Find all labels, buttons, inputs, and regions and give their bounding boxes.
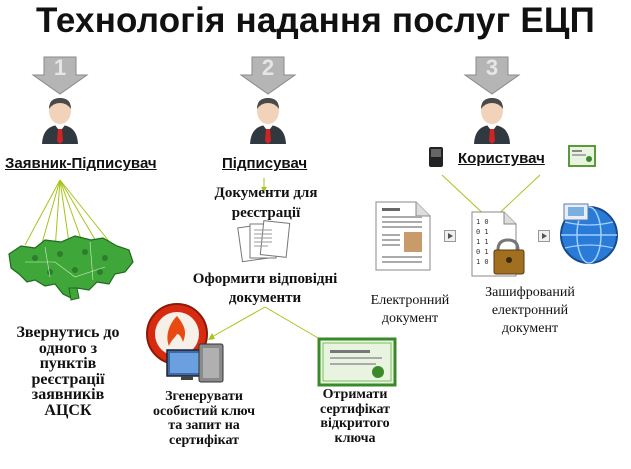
label-line: електронний xyxy=(491,303,569,318)
certificate-icon xyxy=(317,337,397,387)
label-get-certificate: Отримати сертифікат відкритого ключа xyxy=(300,387,410,446)
label-line: особистий ключ xyxy=(153,403,255,419)
label-line: Згенерувати xyxy=(165,389,243,404)
person-icon xyxy=(474,98,510,144)
label-line: пунктів xyxy=(39,355,97,372)
step-1-number: 1 xyxy=(53,55,67,80)
svg-text:1 0: 1 0 xyxy=(476,258,489,266)
person-icon xyxy=(42,98,78,144)
person-icon xyxy=(250,98,286,144)
step-3-number: 3 xyxy=(485,55,499,80)
label-line: сертифікат xyxy=(168,432,240,448)
document-icon xyxy=(375,201,431,271)
role-applicant-signer: Заявник-Підписувач xyxy=(5,155,157,172)
label-line: одного з xyxy=(38,339,98,357)
step-2-arrow xyxy=(239,56,297,95)
label-electronic-document: Електронний документ xyxy=(355,292,465,328)
step-2-number: 2 xyxy=(261,55,275,80)
label-line: Отримати xyxy=(322,387,388,402)
globe-icon xyxy=(560,203,618,264)
label-line: заявників xyxy=(31,386,105,403)
label-line: Звернутись до xyxy=(16,324,120,341)
label-generate-key: Згенерувати особистий ключ та запит на с… xyxy=(144,389,264,448)
label-docs-for-registration: Документи для реєстрації xyxy=(214,185,318,221)
page-title: Технологія надання послуг ЕЦП xyxy=(36,1,595,40)
key-generation-icon xyxy=(146,303,224,383)
label-apply-registration: Звернутись до одного з пунктів реєстраці… xyxy=(2,325,134,418)
label-line: реєстрації xyxy=(31,370,105,388)
label-prepare-documents: Оформити відповідні документи xyxy=(192,271,338,306)
label-line: ключа xyxy=(334,430,376,446)
phone-icon xyxy=(429,147,443,167)
svg-text:0 1: 0 1 xyxy=(476,248,489,256)
next-arrow-icon xyxy=(444,230,456,242)
role-signer: Підписувач xyxy=(222,155,308,172)
label-line: відкритого xyxy=(320,416,390,431)
ukraine-map-icon xyxy=(8,235,134,301)
svg-text:0 1: 0 1 xyxy=(476,228,489,236)
label-encrypted-document: Зашифрований електронний документ xyxy=(470,284,590,338)
label-line: Зашифрований xyxy=(485,285,575,300)
documents-icon xyxy=(237,220,291,263)
role-user: Користувач xyxy=(458,150,545,167)
label-line: АЦСК xyxy=(44,401,92,419)
label-line: та запит на xyxy=(168,418,240,433)
svg-text:1 0: 1 0 xyxy=(476,218,489,226)
step-3-arrow xyxy=(463,56,521,95)
svg-text:1 1: 1 1 xyxy=(476,238,489,246)
certificate-icon xyxy=(568,145,596,167)
label-line: сертифікат xyxy=(319,401,391,417)
encrypted-document-icon: 1 0 0 1 1 1 0 1 1 0 xyxy=(471,211,525,277)
label-line: Електронний xyxy=(370,293,450,308)
label-line: документ xyxy=(501,321,559,336)
step-1-arrow xyxy=(31,56,89,95)
next-arrow-icon xyxy=(538,230,550,242)
label-line: документ xyxy=(381,311,439,326)
